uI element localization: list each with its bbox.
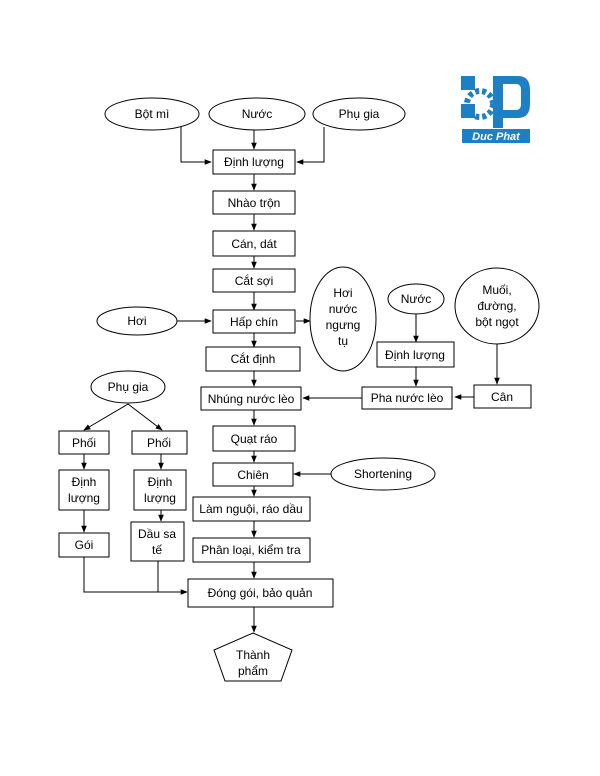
node-cat-soi: Cắt sợi: [212, 268, 296, 293]
node-thanh-pham: Thành phẩm: [213, 632, 293, 682]
node-nuoc-2: Nước: [387, 283, 445, 315]
node-dong-goi: Đóng gói, bảo quản: [187, 578, 334, 608]
logo-text-bar: [462, 129, 530, 143]
svg-text:Hấp chín: Hấp chín: [230, 315, 278, 329]
node-nuoc: Nước: [208, 97, 306, 131]
logo-p-stem: [493, 76, 503, 128]
node-dinh-luong: Định lượng: [212, 149, 296, 175]
svg-text:Nước: Nước: [242, 107, 273, 121]
node-dau-sa-te: Dầu sa tế: [130, 521, 185, 562]
node-pha-nuoc-leo: Pha nước lèo: [361, 386, 453, 410]
svg-text:Quạt ráo: Quạt ráo: [231, 432, 278, 446]
node-hoi: Hơi: [96, 306, 178, 336]
svg-text:Cắt sợi: Cắt sợi: [235, 273, 274, 288]
svg-text:Định: Định: [72, 475, 97, 489]
node-hoi-nuoc-ngung-tu: Hơi nước ngưng tụ: [309, 266, 377, 372]
node-chien: Chiên: [212, 462, 294, 487]
svg-text:Nước: Nước: [401, 292, 432, 306]
svg-text:Dầu sa: Dầu sa: [138, 527, 176, 541]
svg-text:Phối: Phối: [72, 436, 96, 450]
svg-text:Phụ gia: Phụ gia: [108, 380, 149, 394]
svg-text:tế: tế: [152, 543, 162, 557]
node-can-dat: Cán, dát: [212, 230, 296, 257]
node-goi: Gói: [58, 532, 110, 558]
svg-text:Phụ gia: Phụ gia: [339, 107, 380, 121]
svg-text:Làm nguội, ráo dầu: Làm nguội, ráo dầu: [199, 502, 302, 516]
svg-text:Muối,: Muối,: [482, 283, 511, 297]
svg-text:Nhúng nước lèo: Nhúng nước lèo: [208, 392, 295, 406]
svg-text:Định lượng: Định lượng: [224, 155, 284, 169]
logo-p-bowl: [503, 76, 530, 118]
svg-text:tụ: tụ: [338, 334, 348, 348]
node-muoi-duong-bot-ngot: Muối, đường, bột ngọt: [454, 267, 540, 345]
svg-text:đường,: đường,: [477, 299, 516, 313]
duc-phat-logo: Duc Phat: [461, 76, 530, 143]
svg-text:Nhào trộn: Nhào trộn: [228, 196, 281, 210]
node-nhung-nuoc-leo: Nhúng nước lèo: [200, 386, 302, 411]
node-hap-chin: Hấp chín: [212, 309, 296, 334]
node-quat-rao: Quạt ráo: [212, 425, 296, 452]
svg-text:Đóng gói, bảo quản: Đóng gói, bảo quản: [208, 586, 313, 600]
logo-text: Duc Phat: [472, 131, 521, 143]
svg-text:Cán, dát: Cán, dát: [231, 237, 277, 251]
node-phan-loai: Phân loại, kiểm tra: [192, 537, 311, 563]
svg-text:lượng: lượng: [68, 491, 100, 505]
svg-text:Định lượng: Định lượng: [385, 348, 445, 362]
node-nhao-tron: Nhào trộn: [212, 190, 296, 215]
svg-text:nước: nước: [329, 302, 358, 316]
node-phoi-1: Phối: [58, 430, 110, 455]
svg-text:ngưng: ngưng: [326, 318, 361, 332]
connector-goi-donggoi: [83, 557, 188, 595]
svg-text:Bột mì: Bột mì: [135, 107, 170, 121]
node-phoi-2: Phối: [131, 430, 188, 455]
svg-text:Shortening: Shortening: [354, 467, 412, 481]
svg-text:phẩm: phẩm: [238, 664, 268, 678]
svg-text:Hơi: Hơi: [127, 314, 146, 328]
svg-text:Phân loại, kiểm tra: Phân loại, kiểm tra: [201, 543, 301, 557]
node-shortening: Shortening: [330, 457, 436, 491]
svg-text:Hơi: Hơi: [333, 286, 352, 300]
logo-gear-left: [461, 76, 475, 90]
node-lam-nguoi: Làm nguội, ráo dầu: [192, 496, 311, 522]
svg-text:Thành: Thành: [236, 648, 270, 662]
node-dinh-luong-left-1: Định lượng: [58, 469, 110, 511]
svg-text:Cắt định: Cắt định: [231, 351, 276, 366]
node-phu-gia-2: Phụ gia: [90, 370, 166, 404]
connector-botmi-dinhluong: [180, 127, 212, 165]
svg-text:Định: Định: [148, 475, 173, 489]
node-cat-dinh: Cắt định: [205, 346, 301, 372]
svg-text:Phối: Phối: [147, 436, 171, 450]
svg-text:Cân: Cân: [491, 390, 513, 404]
connectors: [81, 127, 500, 633]
node-can: Cân: [473, 384, 532, 409]
node-bot-mi: Bột mì: [104, 97, 200, 131]
svg-text:Pha nước lèo: Pha nước lèo: [371, 391, 444, 405]
node-dinh-luong-2: Định lượng: [376, 341, 455, 368]
connector-phugia2-phoi1: [83, 403, 129, 431]
svg-text:lượng: lượng: [144, 491, 176, 505]
connector-phugia-dinhluong: [296, 127, 325, 165]
node-phu-gia: Phụ gia: [312, 97, 406, 131]
svg-text:Chiên: Chiên: [237, 468, 268, 482]
connector-phugia2-phoi2: [127, 403, 163, 431]
node-dinh-luong-left-2: Định lượng: [133, 469, 187, 511]
svg-text:Gói: Gói: [75, 538, 94, 552]
svg-text:bột ngọt: bột ngọt: [475, 315, 519, 329]
